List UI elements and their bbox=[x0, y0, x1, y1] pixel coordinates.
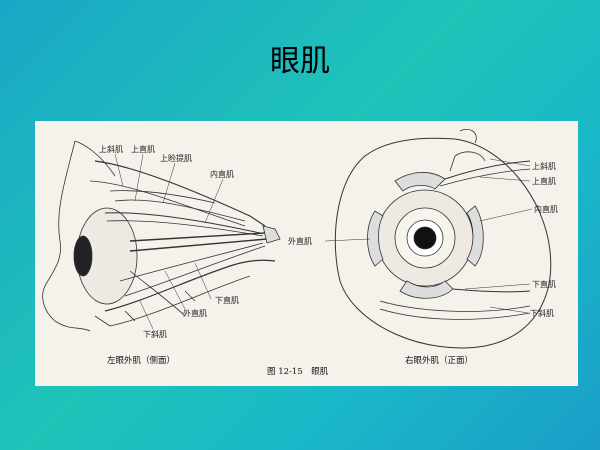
label-left-inferior-rectus: 下直肌 bbox=[215, 295, 239, 305]
left-leader-lines bbox=[114, 153, 224, 330]
slide-title: 眼肌 bbox=[270, 44, 330, 79]
label-left-lateral-rectus: 外直肌 bbox=[183, 308, 207, 318]
label-right-inferior-rectus: 下直肌 bbox=[532, 279, 556, 289]
label-right-inferior-oblique: 下斜肌 bbox=[530, 308, 554, 318]
eye-muscles-illustration: 上斜肌 上直肌 上睑提肌 内直肌 下直肌 外直肌 下斜肌 bbox=[42, 128, 558, 377]
label-left-levator: 上睑提肌 bbox=[160, 153, 192, 163]
label-right-lateral-rectus: 外直肌 bbox=[288, 236, 312, 246]
label-right-superior-rectus: 上直肌 bbox=[532, 176, 556, 186]
caption-figure: 图 12-15 眼肌 bbox=[267, 367, 329, 377]
label-right-medial-rectus: 内直肌 bbox=[534, 204, 558, 214]
label-right-superior-oblique: 上斜肌 bbox=[532, 161, 556, 171]
figure-panel: 上斜肌 上直肌 上睑提肌 内直肌 下直肌 外直肌 下斜肌 bbox=[35, 121, 578, 386]
caption-right-view: 右眼外肌（正面） bbox=[405, 355, 473, 366]
label-left-inferior-oblique: 下斜肌 bbox=[143, 329, 167, 339]
right-eye-drawing bbox=[334, 128, 552, 349]
left-eye-drawing bbox=[42, 140, 281, 332]
caption-left-view: 左眼外肌（侧面） bbox=[107, 355, 175, 366]
label-left-medial-rectus: 内直肌 bbox=[210, 169, 234, 179]
right-leader-lines bbox=[324, 158, 533, 314]
label-left-superior-oblique: 上斜肌 bbox=[99, 144, 123, 154]
label-left-superior-rectus: 上直肌 bbox=[131, 144, 155, 154]
